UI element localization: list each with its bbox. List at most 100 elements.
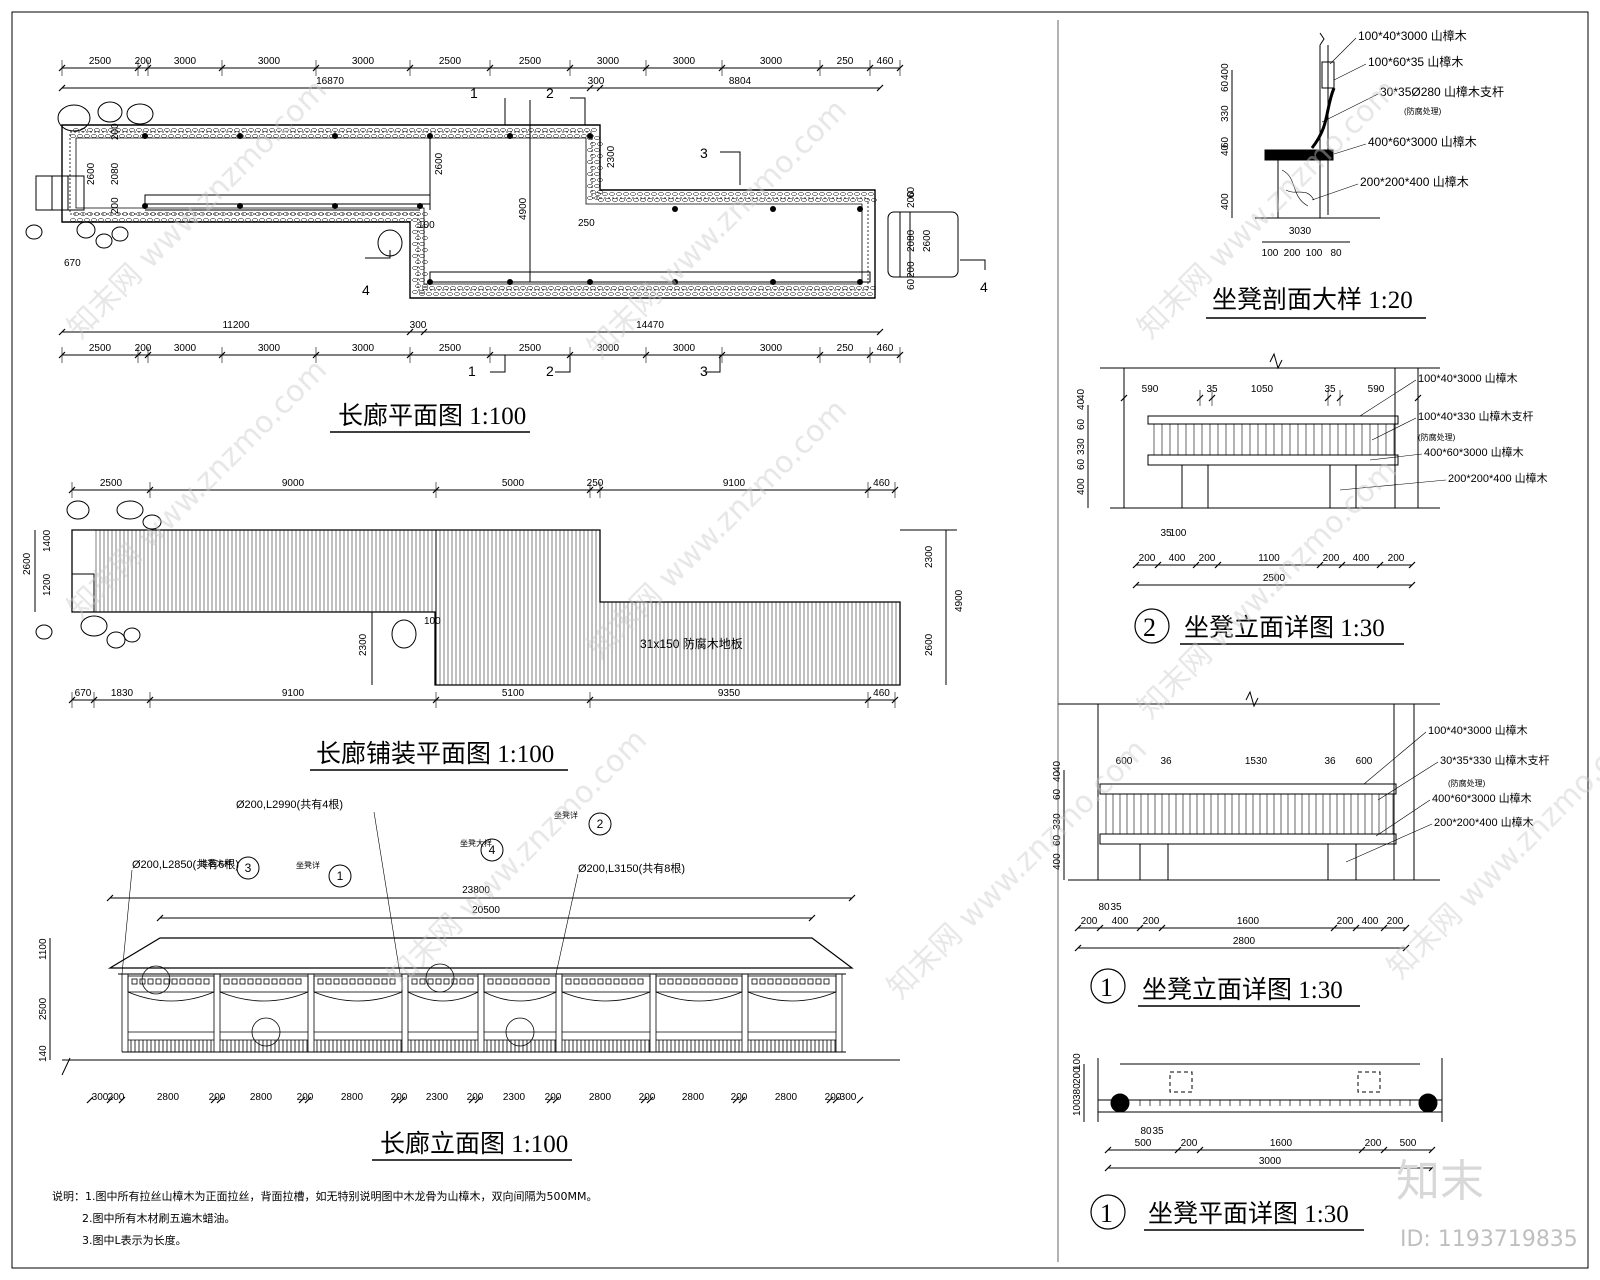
gravel-stone [318,128,324,132]
gravel-stone [485,286,491,290]
section-material-label: 30*35Ø280 山樟木支杆 [1380,84,1504,99]
gravel-stone [779,286,785,290]
paving-outline [71,529,901,686]
gravel-stone [597,190,603,194]
gravel-stone [353,128,359,132]
gravel-stone [255,212,261,216]
gravel-stone [818,292,824,296]
gravel-stone [482,292,488,296]
plan-dim-label: 3000 [352,343,375,354]
gravel-stone [749,192,755,196]
plan-right-dim: 60 [906,186,917,198]
gravel-stone [147,218,153,222]
gravel-stone [489,292,495,296]
gravel-stone [587,148,593,152]
gravel-stone [835,286,841,290]
gravel-stone [721,192,727,196]
section-backrest-top [1321,61,1335,89]
elevation-labels: Ø200,L2850(共有6根)Ø200,L2990(共有4根)Ø200,L31… [38,797,864,1104]
gravel-stone [755,292,761,296]
gravel-stone [422,236,428,240]
bench2-left-dim: 40 [1076,398,1087,410]
bench2-bottom-dim: 100 [1170,528,1187,539]
gravel-stone [280,218,286,222]
elev-bottom-dim: 2800 [157,1092,180,1103]
plan-post [237,133,243,139]
gravel-stone [801,198,807,202]
gravel-stone [150,128,156,132]
gravel-stone [112,134,118,138]
dim-tick [876,84,884,92]
bench1-total: 2800 [1233,936,1256,947]
benchplan-left-dim: 200 [1072,1067,1083,1084]
bench2-leader [1369,453,1423,461]
elev-lattice-fret [799,978,806,985]
gravel-stone [601,292,607,296]
benchplan-leg-left [1169,1071,1193,1093]
plan-dim-label: 200 [135,343,152,354]
gravel-stone [422,286,428,290]
gravel-stone [689,198,695,202]
dim-tick [640,1096,648,1104]
gravel-stone [584,128,590,132]
gravel-stone [98,218,104,222]
elev-lattice-fret [613,978,620,985]
gravel-stone [171,212,177,216]
gravel-stone [227,212,233,216]
elev-lattice-fret [187,978,194,985]
gravel-stone [357,218,363,222]
gravel-stone [80,128,86,132]
paving-step [71,573,95,613]
gravel-stone [762,292,768,296]
elev-arch [561,991,651,1002]
gravel-stone [434,134,440,138]
gravel-stone [836,198,842,202]
gravel-stone [367,128,373,132]
gravel-stone [332,212,338,216]
gravel-stone [864,198,870,202]
gravel-stone [161,134,167,138]
gravel-stone [807,286,813,290]
bench1-left-dim: 330 [1052,813,1063,830]
title-plan: 长廊平面图 1:100 [338,402,526,430]
plan-gravel-band [69,131,869,291]
gravel-stone [252,134,258,138]
gravel-stone [412,218,418,222]
gravel-stone [422,224,428,228]
dim-tick [1376,561,1384,569]
gravel-stone [548,286,554,290]
gravel-stone [714,192,720,196]
gravel-stone [700,192,706,196]
section-left-dim: 330 [1220,105,1231,122]
plan-cut-number: 2 [546,363,554,379]
gravel-stone [101,128,107,132]
gravel-stone [833,192,839,196]
paving-dim-label: 1830 [111,688,134,699]
dim-tick [468,1096,476,1104]
gravel-stone [660,286,666,290]
elev-lattice-fret [325,978,332,985]
gravel-stone [224,134,230,138]
gravel-stone [294,134,300,138]
bench2-material-label: 100*40*330 山樟木支杆 [1418,409,1534,423]
benchplan-number: 1 [1100,1199,1113,1228]
gravel-stone [287,134,293,138]
gravel-stone [699,292,705,296]
bench1-top-dim: 600 [1356,756,1373,767]
gravel-stone [668,198,674,202]
gravel-stone [70,134,76,138]
plan-total-label: 300 [410,320,427,331]
gravel-stone [360,212,366,216]
elev-bottom-dim: 300 [840,1092,857,1103]
plan-right-dim: 2080 [906,229,917,252]
gravel-stone [829,198,835,202]
gravel-stone [440,292,446,296]
bench2-leader [1371,417,1417,441]
elev-lattice-fret [511,978,518,985]
gravel-stone [850,198,856,202]
gravel-stone [402,128,408,132]
gravel-stone [339,128,345,132]
gravel-stone [524,292,530,296]
gravel-stone [175,218,181,222]
gravel-stone [430,128,436,132]
